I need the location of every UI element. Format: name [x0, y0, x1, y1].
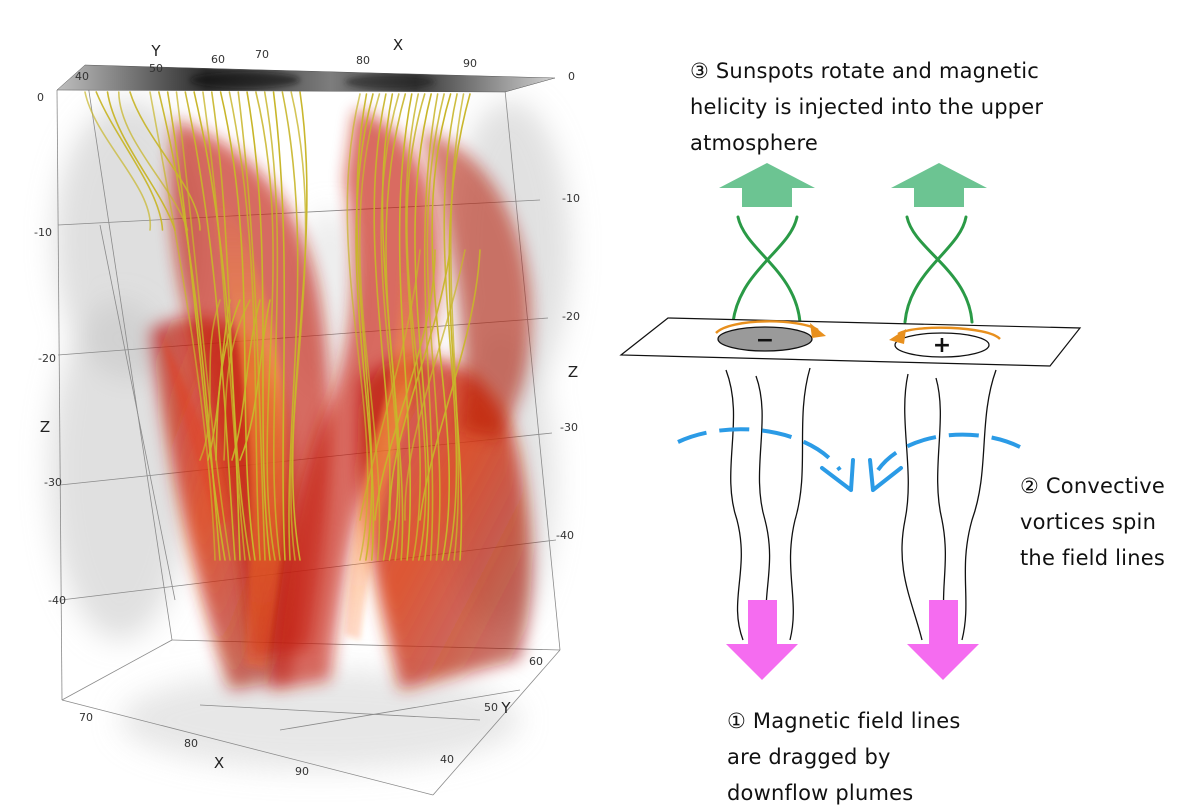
tick-bottom-y: 50	[484, 701, 498, 714]
step1-annotation: ① Magnetic field lines are dragged by do…	[727, 703, 961, 811]
step1-line: downflow plumes	[727, 775, 961, 811]
tick-bottom-x: 70	[79, 711, 93, 724]
negative-sign: −	[756, 328, 774, 353]
step2-line: the field lines	[1020, 540, 1165, 576]
down-arrow-right-icon	[907, 600, 979, 680]
top-x-ticks: 70 80 90	[255, 48, 477, 70]
up-arrow-right-icon	[891, 163, 987, 207]
tick-left-z: -40	[48, 594, 66, 607]
tick-top-x: 70	[255, 48, 269, 61]
tick-right-z: -10	[562, 192, 580, 205]
axis-name-x-bottom: X	[214, 754, 224, 772]
tick-top-x: 80	[356, 54, 370, 67]
axis-name-z-right: Z	[568, 363, 578, 381]
tick-top-y: 60	[211, 53, 225, 66]
twisted-field-lines	[733, 217, 972, 322]
downflow-plumes	[150, 110, 532, 690]
vortex-arrowhead-right-icon	[870, 460, 901, 490]
step3-annotation: ③ Sunspots rotate and magnetic helicity …	[690, 53, 1043, 161]
axis-name-z-left: Z	[40, 418, 50, 436]
tick-right-z: -30	[560, 421, 578, 434]
schematic: − +	[621, 163, 1080, 680]
step2-line: vortices spin	[1020, 504, 1165, 540]
photosphere-surface	[57, 65, 555, 92]
step3-line: ③ Sunspots rotate and magnetic	[690, 53, 1043, 89]
tick-right-z: 0	[568, 70, 575, 83]
axis-name-x-top: X	[393, 36, 403, 54]
surface-plane	[621, 318, 1080, 366]
tick-left-z: -30	[44, 476, 62, 489]
vortex-arrows	[678, 429, 1020, 470]
subsurface-field-lines	[726, 368, 996, 640]
up-arrow-left-icon	[719, 163, 815, 207]
step2-annotation: ② Convective vortices spin the field lin…	[1020, 468, 1165, 576]
tick-bottom-x: 80	[184, 737, 198, 750]
tick-top-y: 40	[75, 70, 89, 83]
step1-line: are dragged by	[727, 739, 961, 775]
tick-left-z: -20	[38, 352, 56, 365]
simulation-volume: 40 50 60 70 80 90 Y X 0 -10 -20 -30 -40 …	[34, 36, 580, 795]
step2-line: ② Convective	[1020, 468, 1165, 504]
positive-sign: +	[933, 333, 951, 358]
step1-line: ① Magnetic field lines	[727, 703, 961, 739]
axis-name-y-bottom: Y	[500, 699, 511, 717]
step3-line: atmosphere	[690, 125, 1043, 161]
tick-right-z: -20	[562, 310, 580, 323]
tick-bottom-y: 60	[529, 655, 543, 668]
tick-bottom-y: 40	[440, 753, 454, 766]
tick-left-z: -10	[34, 226, 52, 239]
step3-line: helicity is injected into the upper	[690, 89, 1043, 125]
tick-right-z: -40	[556, 529, 574, 542]
tick-left-z: 0	[37, 91, 44, 104]
down-arrow-left-icon	[726, 600, 798, 680]
axis-name-y-top: Y	[150, 42, 161, 60]
tick-top-x: 90	[463, 57, 477, 70]
vortex-arrowhead-left-icon	[822, 460, 853, 490]
tick-bottom-x: 90	[295, 765, 309, 778]
tick-top-y: 50	[149, 62, 163, 75]
